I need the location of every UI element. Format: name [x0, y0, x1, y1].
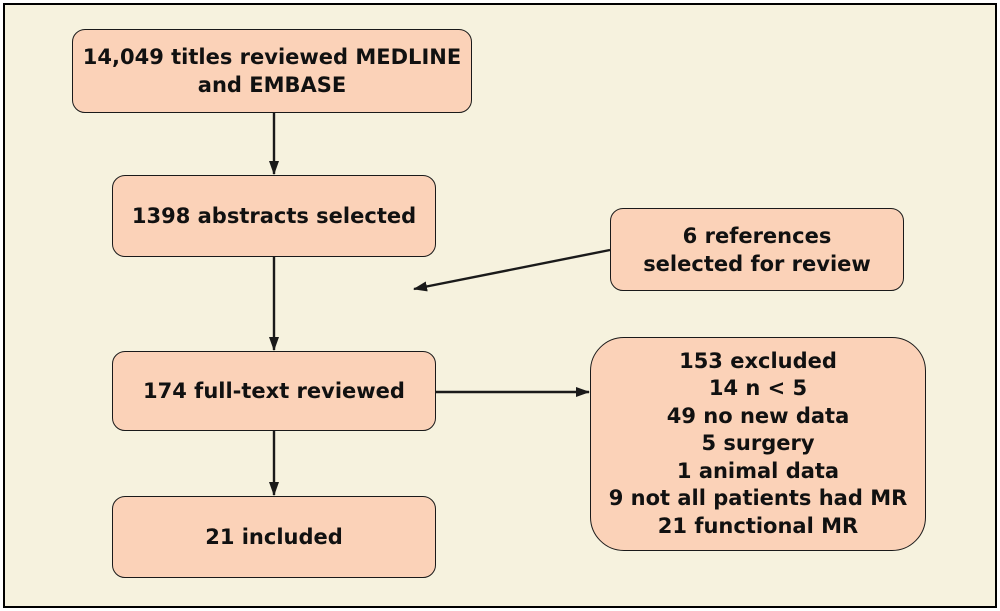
fulltext-reviewed-box: 174 full-text reviewed — [112, 351, 436, 431]
abstracts-selected-box: 1398 abstracts selected — [112, 175, 436, 257]
fulltext-reviewed-text: 174 full-text reviewed — [143, 379, 405, 403]
references-selected-line-2: selected for review — [643, 251, 871, 276]
excluded-reason-animal-data: 1 animal data — [676, 458, 840, 483]
excluded-box: 153 excluded 14 n < 5 49 no new data 5 s… — [590, 337, 926, 551]
excluded-total: 153 excluded — [679, 348, 837, 373]
references-selected-box: 6 references selected for review — [610, 208, 904, 291]
included-box: 21 included — [112, 496, 436, 578]
excluded-reason-small-n: 14 n < 5 — [708, 376, 808, 401]
excluded-reason-functional-mr: 21 functional MR — [657, 513, 859, 538]
references-selected-line-1: 6 references — [682, 223, 832, 248]
excluded-reason-surgery: 5 surgery — [701, 431, 815, 456]
titles-reviewed-line-1: 14,049 titles reviewed MEDLINE — [82, 45, 462, 69]
titles-reviewed-line-2: and EMBASE — [197, 73, 347, 97]
abstracts-selected-text: 1398 abstracts selected — [131, 204, 417, 228]
excluded-reason-no-new-data: 49 no new data — [666, 403, 850, 428]
included-text: 21 included — [205, 525, 343, 549]
titles-reviewed-box: 14,049 titles reviewed MEDLINE and EMBAS… — [72, 29, 472, 113]
excluded-reason-not-all-mr: 9 not all patients had MR — [608, 486, 908, 511]
